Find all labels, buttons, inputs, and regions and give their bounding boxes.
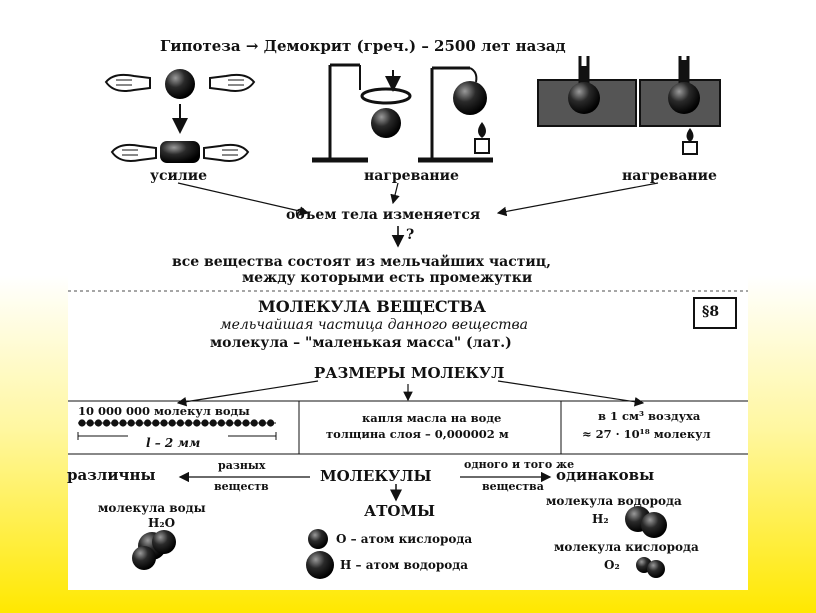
hand-right-icon bbox=[203, 143, 250, 162]
molecule-bead bbox=[144, 419, 152, 427]
molecule-bead bbox=[160, 419, 168, 427]
molecule-bead bbox=[185, 419, 193, 427]
sizes-table bbox=[68, 400, 748, 455]
size-oil: толщина слоя – 0,000002 м bbox=[326, 427, 509, 441]
ball-icon bbox=[371, 108, 401, 138]
molecule-title: МОЛЕКУЛА ВЕЩЕСТВА bbox=[258, 297, 487, 316]
force-experiment bbox=[104, 69, 256, 163]
molecule-etymology: молекула – "маленькая масса" (лат.) bbox=[210, 335, 512, 351]
section-box bbox=[693, 297, 737, 329]
same-arrow-label: одного и того же bbox=[464, 458, 575, 471]
sizes-title: РАЗМЕРЫ МОЛЕКУЛ bbox=[314, 364, 505, 382]
molecule-bead bbox=[152, 419, 160, 427]
oxygen-atom-icon bbox=[308, 529, 328, 549]
flask-icon bbox=[568, 82, 600, 114]
burner-icon bbox=[474, 122, 490, 154]
molecule-bead bbox=[78, 419, 86, 427]
water-formula: H₂O bbox=[148, 516, 176, 530]
hydrogen-atom-icon bbox=[306, 551, 334, 579]
conclusion-line: все вещества состоят из мельчайших части… bbox=[172, 254, 551, 270]
flask-experiment bbox=[537, 56, 721, 155]
force-label: усилие bbox=[150, 168, 208, 184]
burner-icon bbox=[682, 128, 698, 155]
molecule-bead bbox=[94, 419, 102, 427]
section-number: §8 bbox=[702, 304, 720, 320]
question-mark: ? bbox=[406, 227, 415, 243]
size-air: в 1 см³ воздуха bbox=[598, 409, 701, 423]
molecule-bead bbox=[176, 419, 184, 427]
molecule-bead bbox=[226, 419, 234, 427]
hand-left-icon bbox=[110, 143, 157, 162]
hydrogen-molecule-label: молекула водорода bbox=[546, 494, 682, 508]
ball-icon bbox=[165, 69, 195, 99]
size-oil: капля масла на воде bbox=[362, 411, 502, 425]
ring-icon bbox=[360, 87, 412, 105]
heating-label: нагревание bbox=[622, 168, 717, 184]
heated-ball-icon bbox=[453, 81, 487, 115]
heating-label: нагревание bbox=[364, 168, 459, 184]
water-molecule-icon bbox=[132, 530, 176, 570]
molecule-bead bbox=[135, 419, 143, 427]
molecule-bead bbox=[250, 419, 258, 427]
hand-left-icon bbox=[104, 73, 151, 92]
molecule-bead bbox=[168, 419, 176, 427]
molecule-bead bbox=[111, 419, 119, 427]
size-water: 10 000 000 молекул воды bbox=[78, 404, 250, 418]
molecule-bead bbox=[201, 419, 209, 427]
different-arrow-label: веществ bbox=[214, 480, 269, 493]
different-arrow-label: разных bbox=[218, 459, 266, 472]
molecule-bead bbox=[193, 419, 201, 427]
molecule-definition: мельчайшая частица данного вещества bbox=[220, 317, 528, 333]
molecule-bead bbox=[258, 419, 266, 427]
hydrogen-atom-label: H – атом водорода bbox=[340, 558, 469, 572]
atoms-title: АТОМЫ bbox=[364, 502, 436, 520]
same-arrow-label: вещества bbox=[482, 480, 544, 493]
hydrogen-formula: H₂ bbox=[592, 512, 609, 526]
molecule-bead bbox=[234, 419, 242, 427]
flask-icon bbox=[668, 82, 700, 114]
oxygen-molecule-label: молекула кислорода bbox=[554, 540, 699, 554]
hydrogen-molecule-icon bbox=[625, 506, 667, 538]
molecule-chain bbox=[78, 419, 275, 427]
molecule-bead bbox=[127, 419, 135, 427]
ring-experiment bbox=[312, 63, 493, 163]
illustrations bbox=[68, 56, 748, 579]
molecule-bead bbox=[103, 419, 111, 427]
molecule-bead bbox=[86, 419, 94, 427]
molecule-bead bbox=[267, 419, 275, 427]
conclusion-line: между которыми есть промежутки bbox=[242, 270, 533, 286]
hypothesis-line: Гипотеза → Демокрит (греч.) – 2500 лет н… bbox=[160, 37, 566, 55]
volume-changes-text: объем тела изменяется bbox=[286, 207, 481, 223]
molecule-bead bbox=[217, 419, 225, 427]
molecule-bead bbox=[119, 419, 127, 427]
oxygen-atom-label: O – атом кислорода bbox=[336, 532, 473, 546]
molecule-bead bbox=[209, 419, 217, 427]
different-text: различны bbox=[67, 466, 156, 484]
size-air: ≈ 27 · 10¹⁸ молекул bbox=[582, 427, 711, 441]
water-molecule-label: молекула воды bbox=[98, 501, 206, 515]
size-length: l – 2 мм bbox=[146, 436, 201, 450]
oxygen-molecule-icon bbox=[636, 557, 665, 578]
molecules-center: МОЛЕКУЛЫ bbox=[320, 467, 432, 485]
oxygen-formula: O₂ bbox=[604, 558, 620, 572]
hand-right-icon bbox=[209, 73, 256, 92]
same-text: одинаковы bbox=[556, 466, 655, 484]
textbook-page: Гипотеза → Демокрит (греч.) – 2500 лет н… bbox=[67, 18, 748, 590]
molecule-bead bbox=[242, 419, 250, 427]
compressed-ball-icon bbox=[160, 141, 200, 163]
